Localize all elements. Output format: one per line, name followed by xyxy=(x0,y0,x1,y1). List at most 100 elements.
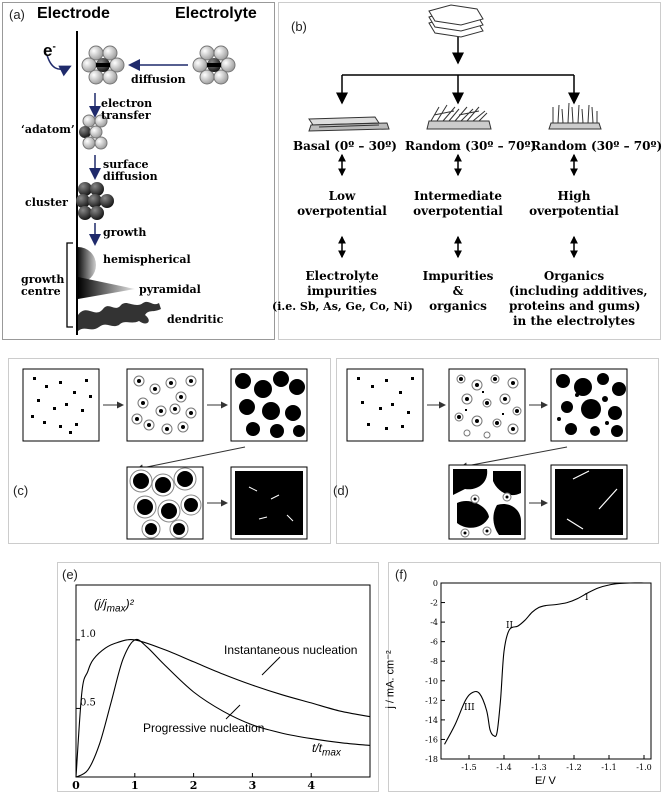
col3-imp-line1: Organics xyxy=(543,269,605,283)
electron-transfer-label-2: transfer xyxy=(101,109,151,122)
col3-title: Random (30º – 70º) xyxy=(531,139,663,153)
electrode-heading: Electrode xyxy=(37,5,110,22)
col1-impurities: Electrolyte impurities (i.e. Sb, As, Ge,… xyxy=(272,269,413,314)
basal-morphology-icon xyxy=(308,116,390,132)
growth-label: growth xyxy=(103,226,147,239)
col2-imp-line1: Impurities xyxy=(422,269,494,283)
f-ytick-label: -18 xyxy=(425,755,438,764)
region-I-label: I xyxy=(585,593,589,603)
e-xtick-label: 2 xyxy=(190,779,198,792)
f-ytick-label: -4 xyxy=(430,618,438,627)
pyramidal-label: pyramidal xyxy=(139,283,201,296)
progressive-label: Progressive nucleation xyxy=(143,721,265,735)
growth-centre-label-1: growth xyxy=(21,273,65,286)
solvated-ion-far-icon xyxy=(192,45,236,85)
col1-title: Basal (0º – 30º) xyxy=(293,139,397,153)
progressive-nucleation-line xyxy=(75,638,371,778)
col1-imp-line1: Electrolyte xyxy=(305,269,379,283)
e-plot-frame xyxy=(75,584,371,778)
panel-b-graphic xyxy=(308,4,602,259)
f-xtick-label: -1.4 xyxy=(496,763,511,772)
e-xtick-label: 3 xyxy=(249,779,257,792)
instantaneous-nucleation-line xyxy=(75,639,371,778)
panel-d: (d) xyxy=(333,358,659,544)
col3-overpotential: High overpotential xyxy=(514,189,634,219)
e-xtick-label: 1 xyxy=(131,779,139,792)
random-vertical-morphology-icon xyxy=(548,102,602,130)
col1-imp-line3: (i.e. Sb, As, Ge, Co, Ni) xyxy=(272,300,413,313)
col2-imp-line3: organics xyxy=(429,299,487,313)
cluster-icon xyxy=(76,182,114,220)
col1-op-line1: Low xyxy=(328,189,356,203)
f-ytick-label: -10 xyxy=(425,677,438,686)
panel-c-graphic xyxy=(22,368,308,540)
panel-f-label: (f) xyxy=(395,567,408,582)
col2-imp-line2: & xyxy=(452,284,464,298)
panel-a-graphic xyxy=(46,31,236,335)
col1-imp-line2: impurities xyxy=(307,284,377,298)
col3-imp-line3: proteins and gums) xyxy=(509,299,641,313)
f-xtick-label: -1.5 xyxy=(461,763,476,772)
col3-op-line1: High xyxy=(557,189,591,203)
dendritic-label: dendritic xyxy=(167,313,224,326)
col2-impurities: Impurities & organics xyxy=(398,269,518,314)
col3-op-line2: overpotential xyxy=(529,204,619,218)
f-ytick-label: -12 xyxy=(425,696,438,705)
progressive-leader xyxy=(225,704,241,720)
f-ytick-label: -6 xyxy=(430,638,438,647)
surface-diffusion-label-2: diffusion xyxy=(103,170,158,183)
electron-label: e- xyxy=(43,41,56,60)
instantaneous-label: Instantaneous nucleation xyxy=(224,643,358,657)
diffusion-label: diffusion xyxy=(131,73,186,86)
surface-diffusion-label-1: surface xyxy=(103,158,149,171)
e-ytick-label: 1.0 xyxy=(80,629,96,640)
e-xlabel: t/tmax xyxy=(312,741,341,759)
solvated-ion-near-icon xyxy=(81,45,125,85)
adatom-icon xyxy=(79,114,108,150)
f-xtick-label: -1.1 xyxy=(601,763,616,772)
panel-c-label: (c) xyxy=(13,483,29,498)
panel-c: (c) xyxy=(8,358,331,544)
f-ytick-label: -14 xyxy=(425,716,438,725)
f-ytick-label: -2 xyxy=(430,599,438,608)
pyramidal-icon xyxy=(78,277,135,299)
f-xtick-label: -1.0 xyxy=(636,763,651,772)
col1-overpotential: Low overpotential xyxy=(282,189,402,219)
instantaneous-leader xyxy=(261,656,281,676)
dendritic-icon xyxy=(78,301,161,331)
col1-op-line2: overpotential xyxy=(297,204,387,218)
electron-transfer-label-1: electron xyxy=(101,97,153,110)
panel-b: (b) xyxy=(272,2,663,340)
col2-op-line1: Intermediate xyxy=(413,189,503,203)
col2-op-line2: overpotential xyxy=(413,204,503,218)
f-xtick-label: -1.3 xyxy=(531,763,546,772)
e-xtick-label: 0 xyxy=(72,779,80,792)
region-III-label: III xyxy=(464,703,475,713)
col2-title: Random (30º – 70º) xyxy=(405,139,537,153)
electrolyte-heading: Electrolyte xyxy=(175,5,257,22)
col2-overpotential: Intermediate overpotential xyxy=(398,189,518,219)
f-xlabel: E/ V xyxy=(535,775,556,787)
adatom-label: ‘adatom’ xyxy=(21,123,75,136)
voltammogram-line xyxy=(444,582,645,745)
hemispherical-icon xyxy=(78,247,96,283)
f-ytick-label: -8 xyxy=(430,657,438,666)
col3-imp-line2: (including additives, xyxy=(509,284,648,298)
f-ylabel: j / mA. cm⁻² xyxy=(384,650,397,709)
panel-a-label: (a) xyxy=(9,7,25,22)
panel-a: (a) Electrode Electrolyte xyxy=(2,2,275,340)
panel-e-label: (e) xyxy=(62,567,78,582)
f-xtick-label: -1.2 xyxy=(566,763,581,772)
col3-impurities: Organics (including additives, proteins … xyxy=(509,269,648,329)
col3-imp-line4: in the electrolytes xyxy=(512,314,635,328)
e-ytick-label: 0.5 xyxy=(80,697,96,708)
chart-f: -1.5-1.4-1.3-1.2-1.1-1.00-2-4-6-8-10-12-… xyxy=(425,579,652,772)
electron-arrow-icon xyxy=(46,54,72,77)
cluster-label: cluster xyxy=(25,196,68,209)
panel-d-graphic xyxy=(346,368,628,540)
growth-centre-bracket xyxy=(66,242,73,328)
random-morphology-icon xyxy=(426,104,492,130)
